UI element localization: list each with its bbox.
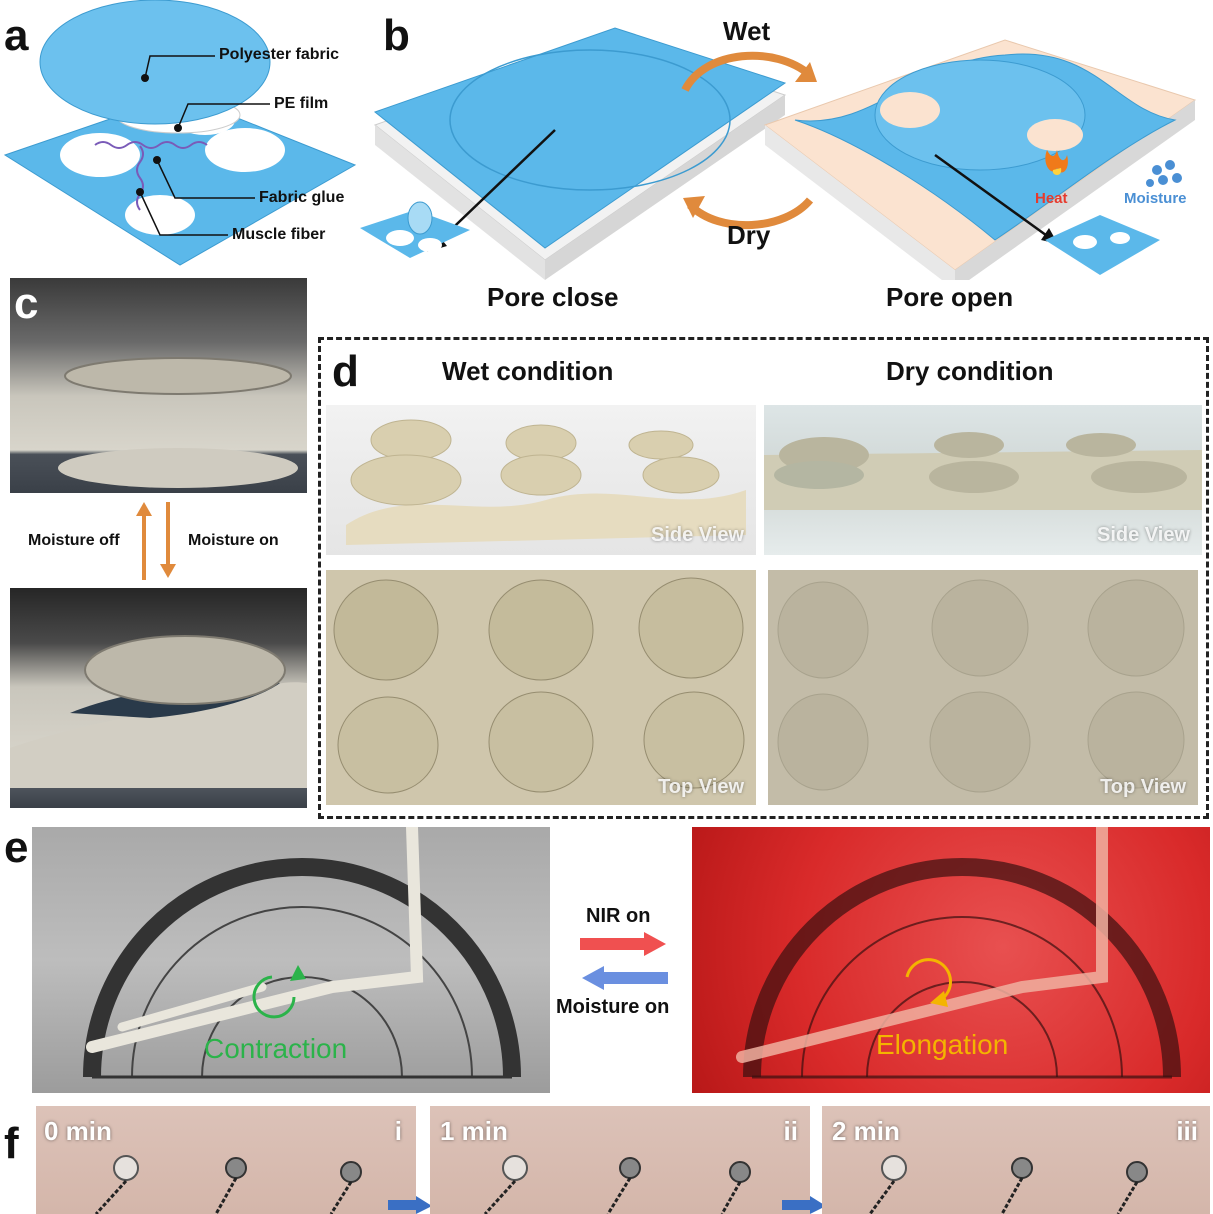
label-dry-condition: Dry condition	[886, 356, 1054, 386]
label-moisture-on-c: Moisture on	[188, 532, 279, 549]
panel-label-e: e	[4, 823, 29, 872]
label-contraction: Contraction	[204, 1033, 348, 1064]
label-nir-on: NIR on	[586, 905, 651, 927]
frame-2-roman: iii	[1176, 1116, 1198, 1146]
label-pore-close: Pore close	[487, 282, 619, 312]
label-fabric-glue: Fabric glue	[259, 189, 345, 206]
photo-f-frame-0: 0 min i	[36, 1106, 416, 1214]
photo-d-wet-side: Side View	[326, 405, 756, 555]
arrows-c	[136, 502, 176, 580]
panel-label-a: a	[4, 11, 29, 60]
label-pe-film: PE film	[274, 95, 329, 112]
label-dry: Dry	[727, 220, 771, 250]
label-polyester-fabric: Polyester fabric	[219, 46, 340, 63]
panel-label-d: d	[332, 347, 359, 396]
watermark-side-view-wet: Side View	[650, 524, 744, 546]
panel-label-b: b	[383, 11, 410, 60]
watermark-top-view-dry: Top View	[1100, 776, 1186, 798]
label-heat: Heat	[1035, 190, 1068, 207]
watermark-top-view-wet: Top View	[658, 776, 744, 798]
label-pore-open: Pore open	[886, 282, 1014, 312]
frame-1-time: 1 min	[440, 1116, 508, 1146]
panel-d-frame	[318, 337, 1209, 819]
arrow-f-1	[388, 1196, 432, 1214]
panel-label-c: c	[14, 279, 39, 328]
photo-d-dry-top: Top View	[768, 570, 1198, 805]
label-elongation: Elongation	[876, 1029, 1009, 1060]
frame-2-time: 2 min	[832, 1116, 900, 1146]
arrows-e	[580, 932, 668, 990]
photo-e-elongation: Elongation	[692, 827, 1210, 1093]
photo-c-moisture-on	[10, 588, 307, 808]
label-moisture-off: Moisture off	[28, 532, 120, 549]
frame-0-roman: i	[394, 1116, 402, 1146]
photo-d-dry-side: Side View	[764, 405, 1202, 555]
arrow-f-2	[782, 1196, 826, 1214]
frame-0-time: 0 min	[44, 1116, 112, 1146]
label-moisture-on-e: Moisture on	[556, 996, 670, 1018]
watermark-side-view-dry: Side View	[1096, 524, 1190, 546]
panel-b-diagram	[360, 27, 1197, 280]
frame-1-roman: ii	[783, 1116, 798, 1146]
photo-f-frame-2: 2 min iii	[822, 1106, 1210, 1214]
photo-c-moisture-off	[10, 278, 307, 493]
photo-e-contraction: Contraction	[32, 827, 550, 1093]
panel-label-f: f	[4, 1119, 19, 1168]
label-muscle-fiber: Muscle fiber	[232, 226, 326, 243]
photo-f-frame-1: 1 min ii	[430, 1106, 810, 1214]
photo-d-wet-top: Top View	[326, 570, 756, 805]
label-wet-condition: Wet condition	[442, 356, 614, 386]
label-moisture: Moisture	[1124, 190, 1187, 207]
label-wet: Wet	[723, 16, 771, 46]
panel-a-diagram	[3, 0, 357, 266]
